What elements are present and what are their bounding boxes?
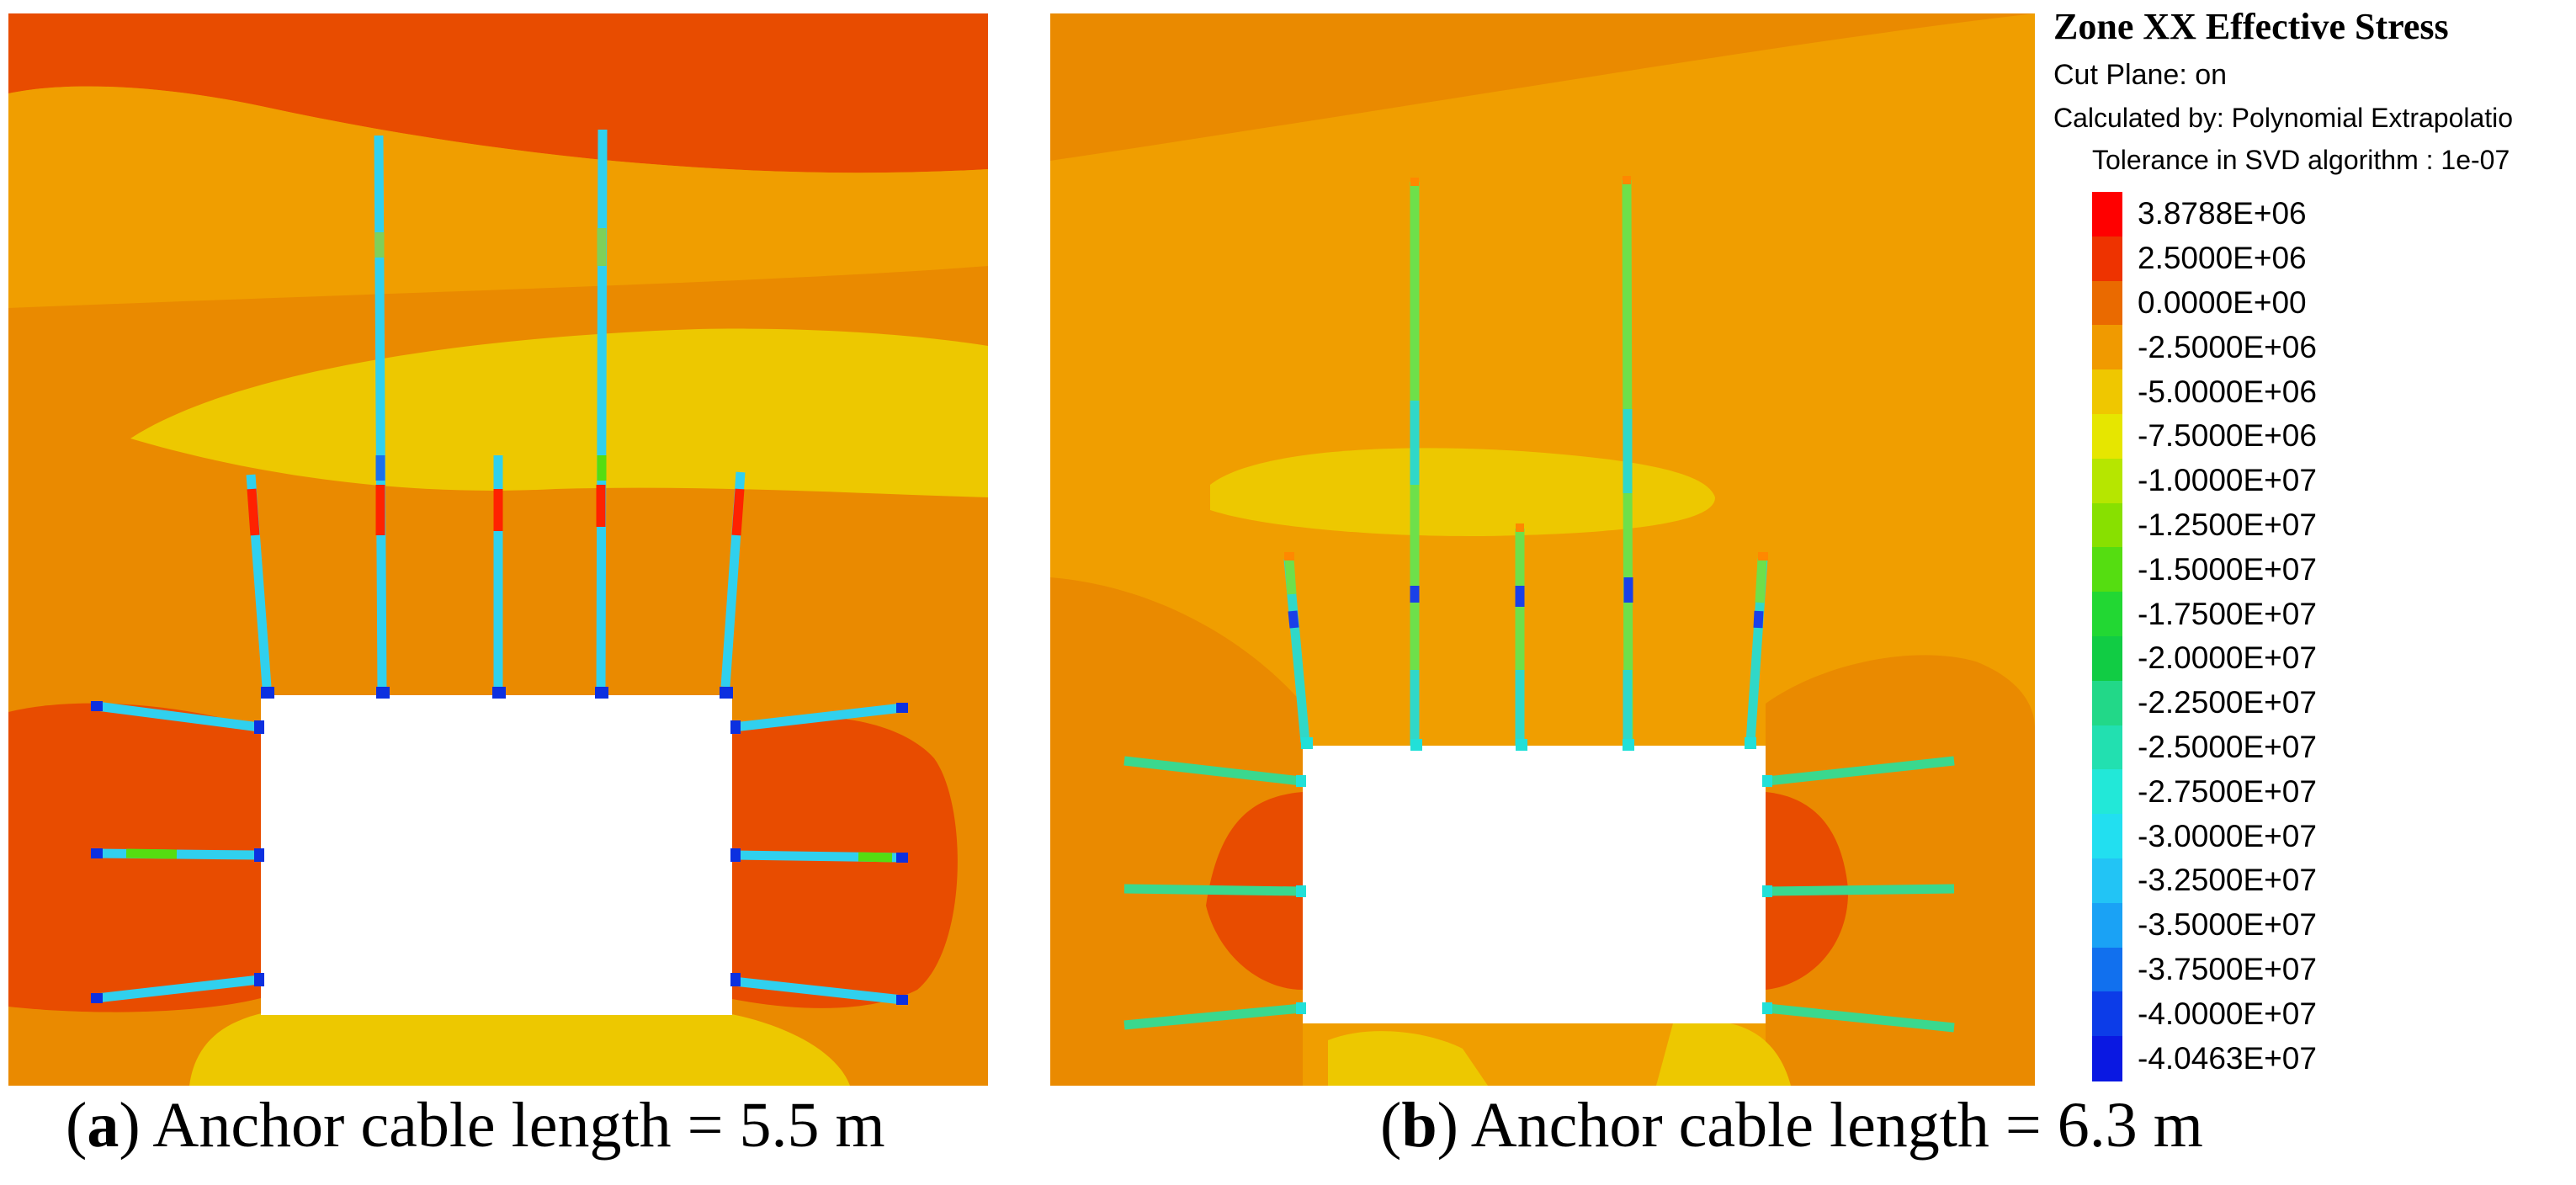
legend-swatch <box>2092 592 2122 637</box>
contour-band-yellow-floor <box>189 1006 850 1086</box>
anchor-cable-segment <box>1755 558 1767 603</box>
anchor-cable <box>1766 756 1955 786</box>
anchor-cable-segment <box>125 848 178 859</box>
legend-swatch <box>2092 680 2122 726</box>
anchor-cable <box>96 975 260 1003</box>
contour-band-yellow-floor-left <box>1328 1031 1488 1086</box>
tunnel-opening <box>261 695 732 1015</box>
anchor-cable-segment <box>1753 610 1764 629</box>
legend-value-label: -4.0463E+07 <box>2138 1040 2317 1076</box>
anchor-cable <box>96 701 260 732</box>
anchor-cable-segment <box>858 852 893 863</box>
legend-value-label: -2.7500E+07 <box>2138 773 2317 809</box>
legend-color-bar <box>2092 192 2122 1081</box>
legend-swatch <box>2092 814 2122 859</box>
legend-swatch <box>2092 1036 2122 1081</box>
legend-swatch <box>2092 947 2122 993</box>
anchor-cable <box>1123 1003 1302 1030</box>
legend-value-label: 0.0000E+00 <box>2138 285 2307 320</box>
legend-swatch <box>2092 325 2122 371</box>
legend-calculated-by: Calculated by: Polynomial Extrapolatio <box>2053 103 2514 133</box>
legend-value-label: 3.8788E+06 <box>2138 196 2307 231</box>
caption-b-text: ) Anchor cable length = 6.3 m <box>1437 1090 2203 1161</box>
legend-swatch <box>2092 414 2122 460</box>
legend-swatch <box>2092 769 2122 816</box>
caption-panel-a: (a) Anchor cable length = 5.5 m <box>66 1090 885 1161</box>
caption-b-letter: b <box>1401 1090 1437 1161</box>
anchor-cable <box>1123 756 1302 786</box>
legend-cut-plane: Cut Plane: on <box>2053 59 2228 91</box>
stress-contour-plot-a <box>8 13 988 1086</box>
legend-value-label: -1.7500E+07 <box>2138 596 2317 631</box>
legend-value-label: -3.2500E+07 <box>2138 863 2317 898</box>
stress-contour-panel-b <box>1050 13 2035 1086</box>
contour-band-yellow-floor-right <box>1656 1020 1791 1086</box>
legend-value-label: -1.0000E+07 <box>2138 463 2317 498</box>
legend-swatch <box>2092 502 2122 549</box>
legend-value-label: -7.5000E+06 <box>2138 418 2317 454</box>
legend-swatch <box>2092 991 2122 1038</box>
legend-value-label: -5.0000E+06 <box>2138 374 2317 409</box>
legend-value-label: -3.5000E+07 <box>2138 907 2317 943</box>
legend-swatch <box>2092 636 2122 682</box>
contour-band-light-orange <box>8 86 988 308</box>
stress-contour-plot-b <box>1050 13 2035 1086</box>
legend-swatch <box>2092 236 2122 282</box>
contour-band-orange-top <box>1050 13 2035 161</box>
tunnel-opening <box>1303 746 1766 1023</box>
legend-swatch <box>2092 858 2122 904</box>
legend-value-label: -4.0000E+07 <box>2138 996 2317 1031</box>
contour-band-dark-orange-top <box>8 13 988 173</box>
legend-swatch <box>2092 902 2122 949</box>
legend-swatch <box>2092 458 2122 504</box>
anchor-cable <box>733 703 903 732</box>
legend-value-label: 2.5000E+06 <box>2138 241 2307 276</box>
legend-value-label: -2.5000E+07 <box>2138 730 2317 764</box>
legend-value-label: -1.2500E+07 <box>2138 507 2317 542</box>
legend-value-label: -3.0000E+07 <box>2138 818 2317 853</box>
anchor-cable <box>1123 884 1302 896</box>
anchor-cable-segment <box>247 488 260 536</box>
contour-band-yellow <box>1210 448 1715 536</box>
caption-a-text: ) Anchor cable length = 5.5 m <box>119 1090 885 1161</box>
legend-swatch <box>2092 280 2122 327</box>
anchor-cable <box>596 129 608 694</box>
legend-swatch <box>2092 192 2122 237</box>
anchor-cables-a <box>91 129 908 1005</box>
anchor-cable <box>1766 884 1955 896</box>
legend-value-label: -2.2500E+07 <box>2138 685 2317 720</box>
legend-title: Zone XX Effective Stress <box>2053 6 2449 47</box>
anchor-cable-segment <box>1284 558 1297 595</box>
anchor-cable-segment <box>1288 610 1299 629</box>
legend-swatch <box>2092 369 2122 415</box>
contour-band-orange-right <box>1766 655 2035 1086</box>
legend-value-label: -2.0000E+07 <box>2138 640 2317 676</box>
legend-value-label: -2.5000E+06 <box>2138 329 2317 364</box>
legend-value-label: -3.7500E+07 <box>2138 952 2317 986</box>
legend-swatch <box>2092 725 2122 771</box>
anchor-cable <box>1766 1003 1955 1033</box>
anchor-cable <box>374 135 387 694</box>
caption-panel-b: (b) Anchor cable length = 6.3 m <box>1380 1090 2203 1161</box>
contour-band-yellow <box>130 328 988 497</box>
anchor-cable-segment <box>731 488 745 536</box>
stress-contour-panel-a <box>8 13 988 1086</box>
anchor-cable <box>96 848 260 860</box>
legend-swatch <box>2092 547 2122 593</box>
anchor-cables-b <box>1123 176 1955 1033</box>
legend-tolerance: Tolerance in SVD algorithm : 1e-07 <box>2092 145 2510 175</box>
legend-value-label: -1.5000E+07 <box>2138 551 2317 587</box>
anchor-cable <box>733 976 903 1005</box>
contour-band-dark-orange-right <box>728 716 958 1008</box>
caption-a-letter: a <box>87 1090 120 1161</box>
